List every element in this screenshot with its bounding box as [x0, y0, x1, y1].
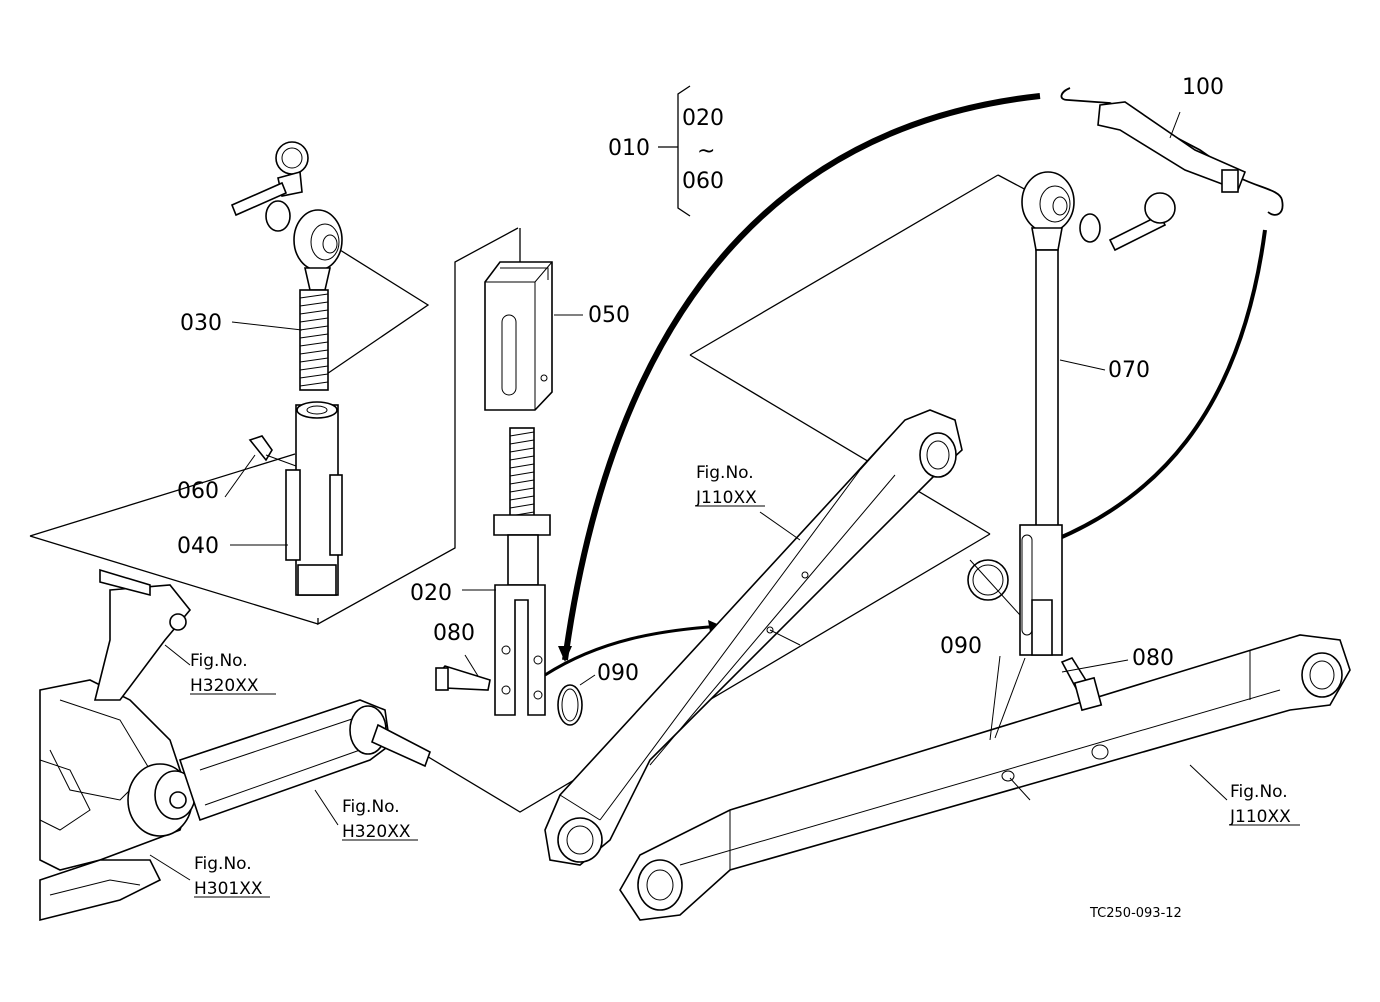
fig-ref-j110-right[interactable]: Fig.No. J110XX	[1229, 782, 1300, 827]
label-060: 060	[177, 479, 219, 504]
fig-ref-title: Fig.No.	[194, 854, 252, 874]
fig-ref-h320-lower[interactable]: Fig.No. H320XX	[342, 797, 418, 842]
label-030: 030	[180, 311, 222, 336]
label-tilde: ~	[697, 139, 715, 164]
fig-ref-h320-upper[interactable]: Fig.No. H320XX	[190, 651, 276, 696]
part-020-clevis-assembly	[493, 427, 551, 716]
fig-ref-title: Fig.No.	[1230, 782, 1288, 802]
label-020-range: 020	[682, 106, 724, 131]
fig-ref-code: H320XX	[342, 822, 411, 842]
fig-ref-title: Fig.No.	[696, 463, 754, 483]
label-020: 020	[410, 581, 452, 606]
part-050-square-sleeve	[484, 261, 553, 411]
part-010-bracket	[658, 85, 691, 217]
fig-ref-code: J110XX	[1229, 807, 1291, 827]
label-010: 010	[608, 136, 650, 161]
part-090-clip-left	[557, 684, 583, 726]
label-050: 050	[588, 303, 630, 328]
part-040-adjuster-tube	[248, 401, 343, 596]
guide-frames	[29, 174, 1031, 813]
left-lower-link	[178, 699, 431, 822]
figure-references: Fig.No. H320XX Fig.No. H320XX Fig.No. H3…	[190, 463, 1300, 899]
label-070: 070	[1108, 358, 1150, 383]
label-040: 040	[177, 534, 219, 559]
fig-ref-title: Fig.No.	[190, 651, 248, 671]
right-lower-link	[619, 634, 1351, 921]
part-030-top-link-end	[230, 141, 343, 391]
part-080-pin-right	[1060, 657, 1103, 712]
label-060-range: 060	[682, 169, 724, 194]
label-080-right: 080	[1132, 646, 1174, 671]
leader-lines	[149, 111, 1228, 881]
center-lift-link	[544, 409, 963, 866]
part-070-lift-rod	[1019, 171, 1176, 656]
tractor-rear-housing	[39, 568, 196, 922]
label-080-left: 080	[433, 621, 475, 646]
fig-ref-code: H301XX	[194, 879, 263, 899]
fig-ref-title: Fig.No.	[342, 797, 400, 817]
part-labels: 010 020 ~ 060 030 060 040 050 020 080 09…	[177, 75, 1224, 686]
label-100: 100	[1182, 75, 1224, 100]
label-090-left: 090	[597, 661, 639, 686]
label-090-right: 090	[940, 634, 982, 659]
part-080-pin-left	[435, 665, 491, 691]
center-lines	[769, 629, 1026, 741]
fig-ref-h301[interactable]: Fig.No. H301XX	[194, 854, 270, 899]
fig-ref-j110-center[interactable]: Fig.No. J110XX	[695, 463, 765, 508]
fig-ref-code: H320XX	[190, 676, 259, 696]
part-100-wire-clip	[1060, 87, 1284, 216]
assembly-arcs	[544, 93, 1267, 677]
drawing-code: TC250-093-12	[1089, 906, 1182, 921]
fig-ref-code: J110XX	[695, 488, 757, 508]
